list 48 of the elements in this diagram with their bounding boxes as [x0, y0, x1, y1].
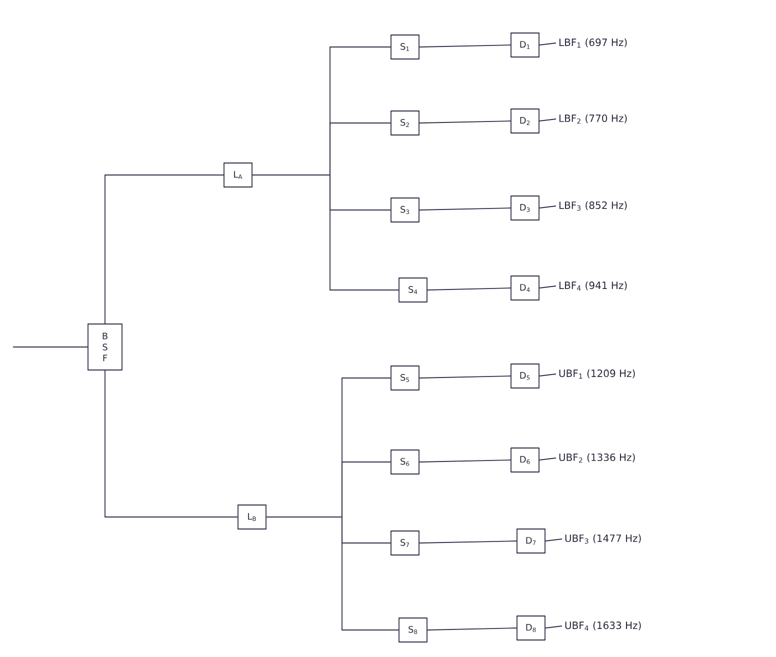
block-box: D$_{1}$	[510, 32, 540, 58]
block-box: S$_{6}$	[390, 450, 420, 474]
block-box: S$_{1}$	[390, 34, 420, 60]
output-label: LBF$_{3}$ (852 Hz)	[559, 201, 627, 211]
block-box: L$_{A}$	[224, 162, 252, 188]
block-box: D$_{6}$	[510, 448, 540, 472]
connector-line	[539, 286, 556, 288]
block-box: S$_{2}$	[390, 110, 420, 136]
connector-line	[419, 376, 511, 378]
output-label: UBF$_{2}$ (1336 Hz)	[559, 453, 635, 463]
block-box: D$_{7}$	[516, 528, 546, 554]
block-box: D$_{5}$	[510, 364, 540, 388]
connector-line	[252, 174, 399, 290]
block-box: S$_{4}$	[398, 278, 428, 302]
connector-line	[104, 174, 224, 324]
connector-line	[12, 346, 88, 348]
block-box: D$_{8}$	[516, 616, 546, 640]
filter-box: B S F	[88, 324, 122, 370]
output-label: UBF$_{4}$ (1633 Hz)	[565, 621, 641, 631]
connector-line	[419, 44, 511, 48]
block-box: S$_{7}$	[390, 530, 420, 556]
connector-line	[539, 206, 556, 208]
output-label: LBF$_{1}$ (697 Hz)	[559, 38, 627, 48]
connector-line	[104, 370, 238, 518]
block-box: S$_{3}$	[390, 198, 420, 222]
block-box: D$_{2}$	[510, 108, 540, 134]
output-label: LBF$_{4}$ (941 Hz)	[559, 281, 627, 291]
output-label: UBF$_{1}$ (1209 Hz)	[559, 369, 635, 379]
connector-line	[545, 626, 562, 628]
connector-line	[539, 374, 556, 376]
block-box: L$_{B}$	[238, 504, 266, 530]
connector-line	[419, 120, 511, 124]
connector-line	[427, 288, 511, 290]
connector-line	[419, 208, 511, 210]
block-box: D$_{4}$	[510, 276, 540, 300]
connector-line	[539, 42, 556, 46]
block-box: D$_{3}$	[510, 196, 540, 220]
connector-line	[545, 538, 562, 542]
connector-line	[266, 516, 399, 630]
connector-line	[539, 458, 556, 460]
block-box: S$_{5}$	[390, 366, 420, 390]
connector-line	[419, 540, 517, 544]
connector-line	[427, 628, 517, 630]
output-label: UBF$_{3}$ (1477 Hz)	[565, 534, 641, 544]
connector-line	[539, 118, 556, 122]
connector-line	[419, 460, 511, 462]
block-box: S$_{8}$	[398, 618, 428, 642]
output-label: LBF$_{2}$ (770 Hz)	[559, 114, 627, 124]
